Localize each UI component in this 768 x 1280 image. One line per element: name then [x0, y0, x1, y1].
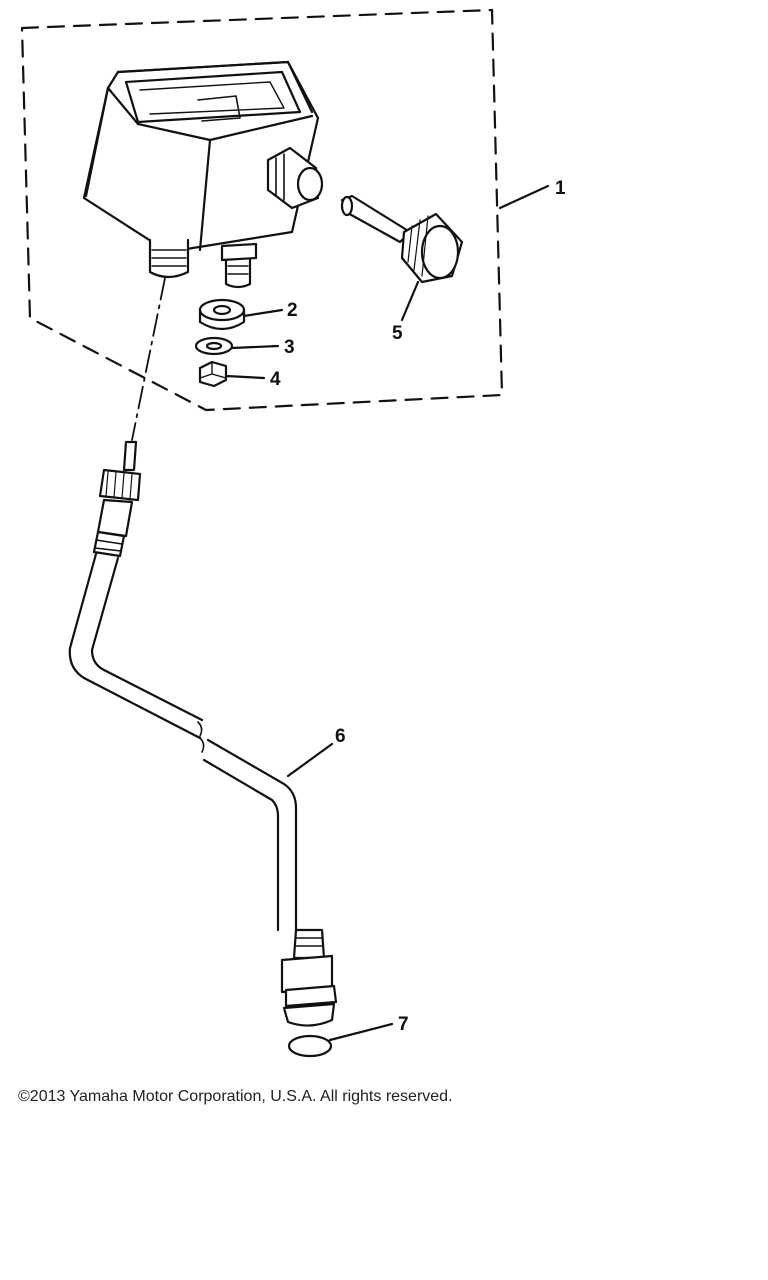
leader-line-2 — [242, 308, 284, 318]
leader-line-4 — [224, 374, 266, 380]
callout-6: 6 — [335, 726, 346, 747]
cable-lower-fitting — [280, 928, 338, 1027]
center-line — [131, 277, 166, 441]
callout-7: 7 — [398, 1014, 409, 1035]
callout-5: 5 — [392, 323, 403, 344]
cable-upper-fitting — [92, 440, 142, 558]
leader-line-5 — [400, 280, 420, 322]
meter-housing — [82, 60, 324, 289]
callout-3: 3 — [284, 337, 295, 358]
leader-line-7 — [328, 1022, 394, 1042]
washer — [194, 336, 234, 356]
spacer — [198, 298, 246, 331]
leader-line-1 — [498, 184, 550, 210]
callout-1: 1 — [555, 178, 566, 199]
leader-line-6 — [286, 742, 334, 778]
nut — [198, 360, 228, 388]
callout-2: 2 — [287, 300, 298, 321]
o-ring — [287, 1034, 333, 1058]
assembly-boundary — [20, 8, 504, 412]
callout-4: 4 — [270, 369, 281, 390]
speedometer-cable — [68, 552, 298, 932]
copyright-notice: ©2013 Yamaha Motor Corporation, U.S.A. A… — [18, 1088, 453, 1105]
leader-line-3 — [230, 344, 280, 350]
knob — [340, 194, 464, 284]
